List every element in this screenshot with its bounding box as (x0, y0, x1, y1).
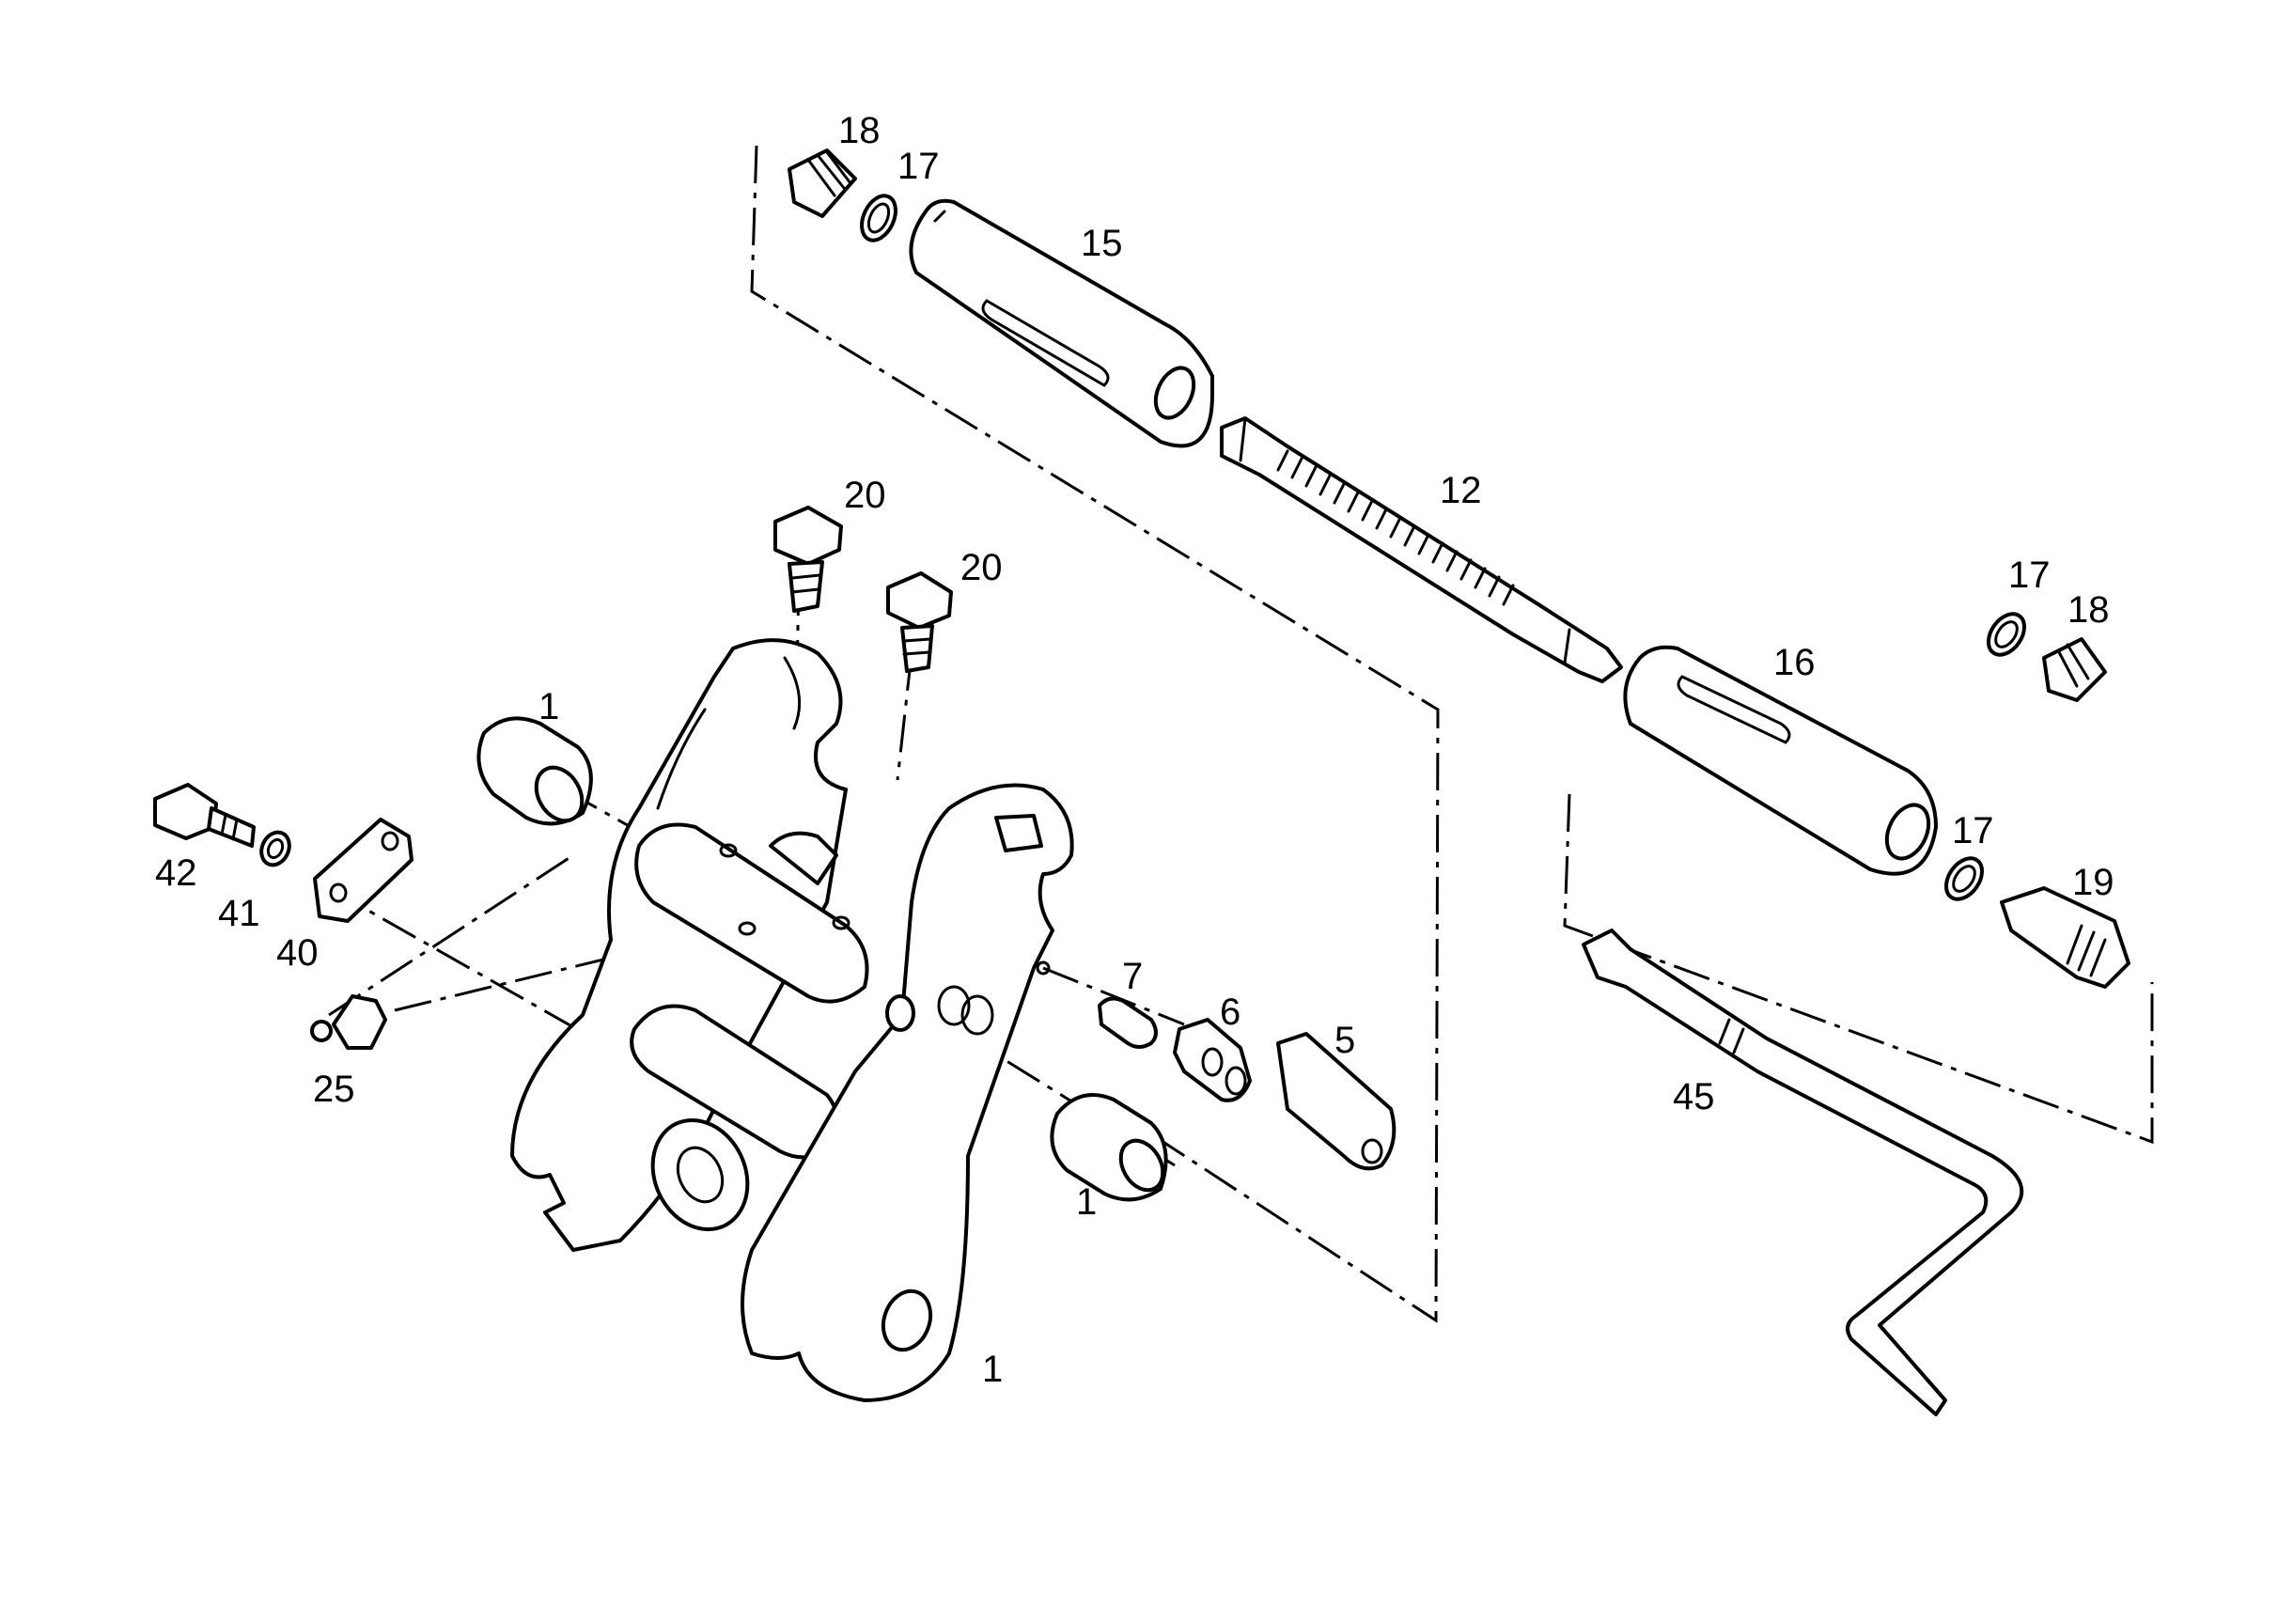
callout-1-bracket: 1 (982, 1349, 1003, 1390)
part-16-sleeve (1623, 645, 1938, 876)
callout-17-top: 17 (897, 146, 940, 187)
part-17-ring-lower (1943, 856, 1985, 901)
callout-labels: 18 17 15 12 20 20 17 18 16 1 17 19 42 41… (155, 110, 2114, 1390)
callout-42: 42 (155, 852, 197, 894)
callout-20-right: 20 (960, 547, 1003, 588)
part-12-threaded-shaft (1220, 416, 1623, 683)
callout-18-right: 18 (2067, 589, 2110, 631)
callout-15: 15 (1081, 223, 1123, 264)
part-1-bushing-top (476, 716, 593, 826)
part-17-ring-right (1986, 612, 2027, 657)
part-25-grease-nipple (310, 994, 387, 1050)
callout-25: 25 (313, 1069, 355, 1110)
part-18-plug-left (788, 148, 857, 218)
part-15-sleeve (909, 198, 1214, 448)
callout-41: 41 (218, 893, 260, 934)
part-17-ring-top (860, 194, 897, 242)
callout-45: 45 (1673, 1076, 1715, 1117)
callout-17-right: 17 (2008, 554, 2051, 596)
part-42-bolt (153, 783, 256, 848)
callout-17-lower: 17 (1952, 810, 1994, 851)
callout-18-top: 18 (838, 110, 881, 151)
callout-19: 19 (2072, 862, 2114, 903)
part-5-plate (1276, 1032, 1396, 1171)
part-19-tapered-plug (2000, 886, 2130, 989)
callout-1-lower: 1 (1076, 1181, 1097, 1223)
part-18-plug-right (2042, 637, 2107, 702)
part-20-bolt-right (886, 571, 953, 673)
callout-1-top: 1 (538, 686, 559, 727)
callout-5: 5 (1334, 1020, 1355, 1061)
part-40-plate (313, 818, 413, 923)
callout-12: 12 (1440, 470, 1482, 511)
part-6-clip (1173, 1018, 1252, 1102)
part-20-bolt-left (773, 506, 843, 613)
callout-16: 16 (1773, 642, 1816, 683)
part-7-pin (1098, 996, 1158, 1049)
part-1-bushing-lower (1050, 1093, 1168, 1202)
callout-20-left: 20 (844, 475, 886, 516)
part-45-crank-handle (1582, 929, 2024, 1416)
callout-7: 7 (1122, 956, 1143, 997)
part-41-washer (259, 830, 291, 867)
callout-6: 6 (1220, 992, 1240, 1033)
part-1-main-bracket (510, 638, 1074, 1402)
callout-40: 40 (276, 932, 319, 974)
